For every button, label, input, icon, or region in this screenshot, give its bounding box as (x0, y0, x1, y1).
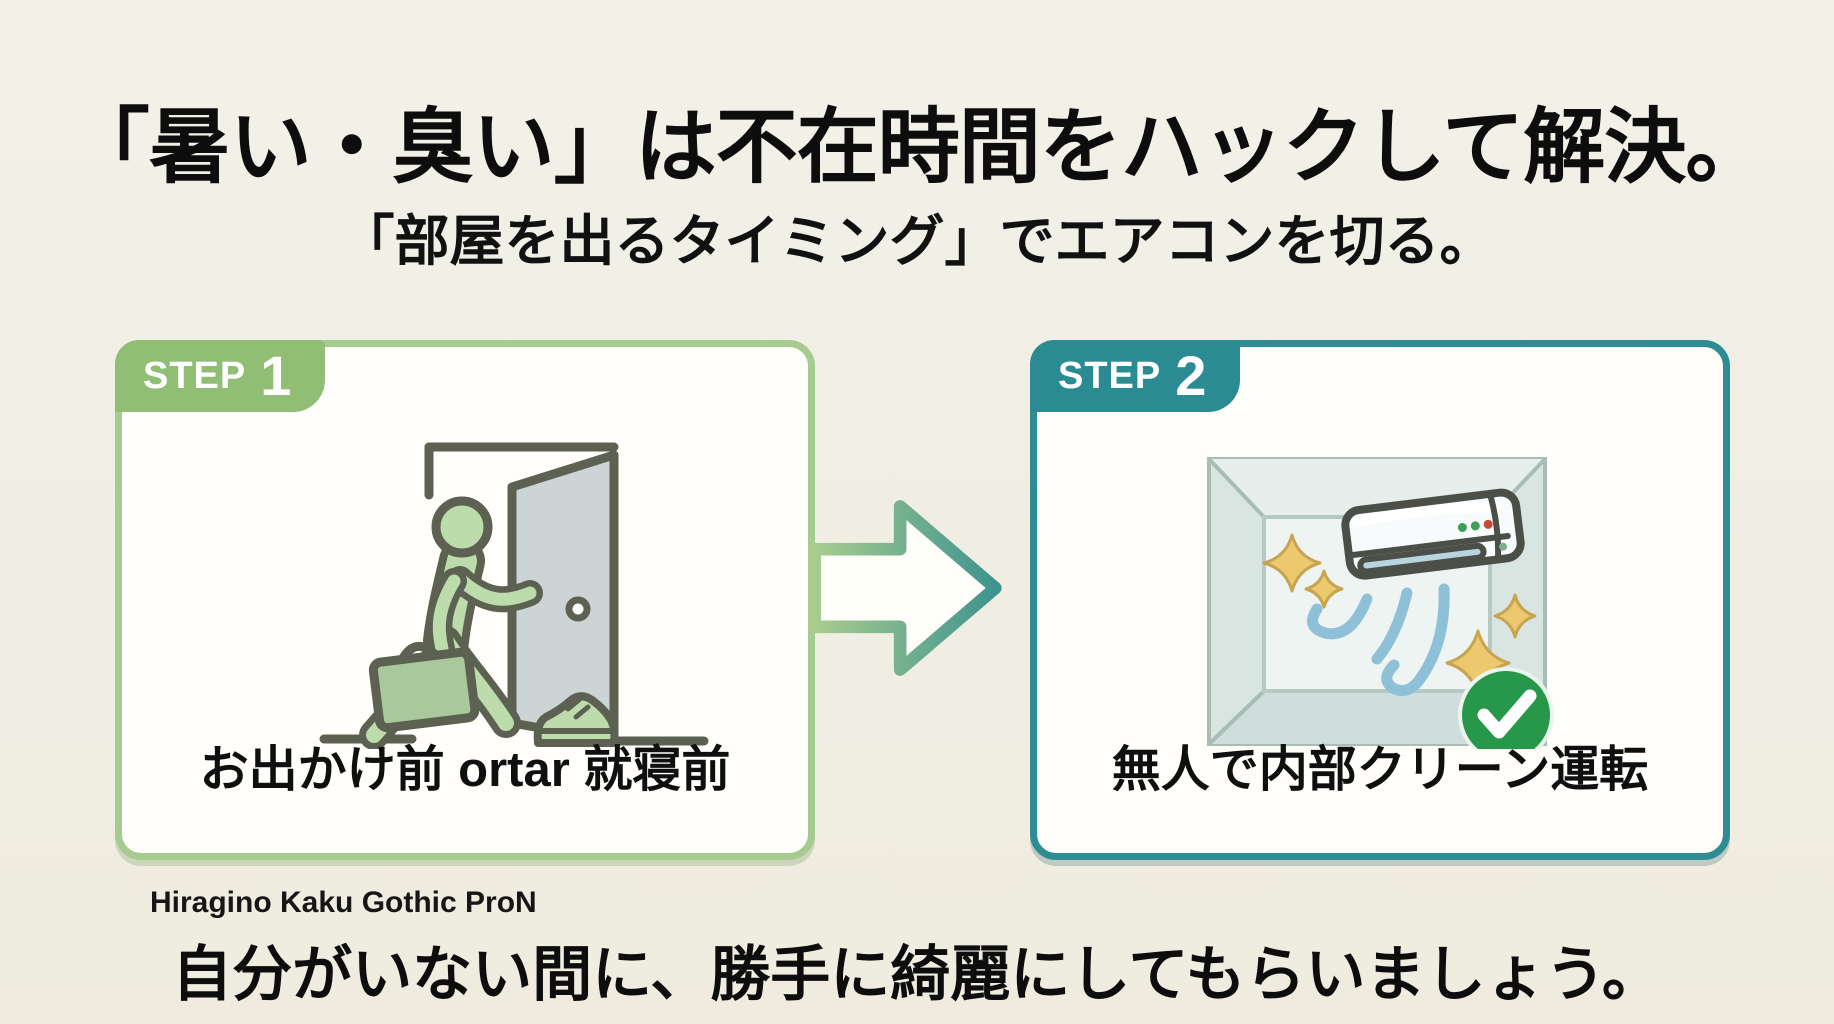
leaving-home-illustration (319, 442, 709, 749)
ac-cleaning-illustration (1207, 457, 1554, 749)
briefcase-icon (368, 642, 480, 733)
step1-caption: お出かけ前 ortar 就寝前 (199, 743, 731, 797)
breeze-icon (1307, 583, 1450, 696)
page-subtitle: 「部屋を出るタイミング」でエアコンを切る。 (339, 210, 1495, 272)
step1-badge: STEP 1 (115, 340, 326, 412)
page-title: 「暑い・臭い」は不在時間をハックして解決。 (67, 102, 1768, 193)
door-knob-icon (565, 596, 591, 622)
step2-badge-number: 2 (1175, 344, 1207, 407)
step1-badge-word: STEP (143, 354, 247, 397)
step1-card: STEP 1 (115, 340, 815, 860)
step2-badge: STEP 2 (1030, 340, 1241, 412)
font-name-note: Hiragino Kaku Gothic ProN (150, 886, 537, 919)
arrow-right-icon (808, 500, 1002, 676)
step1-badge-number: 1 (260, 344, 292, 407)
step2-card: STEP 2 (1030, 340, 1730, 860)
air-conditioner-icon (1341, 488, 1525, 580)
check-icon (1458, 667, 1554, 749)
step2-caption: 無人で内部クリーン運転 (1111, 743, 1649, 797)
step2-badge-word: STEP (1058, 354, 1162, 397)
shoe-icon (533, 692, 619, 747)
closing-message: 自分がいない間に、勝手に綺麗にしてもらいましょう。 (172, 941, 1662, 1008)
